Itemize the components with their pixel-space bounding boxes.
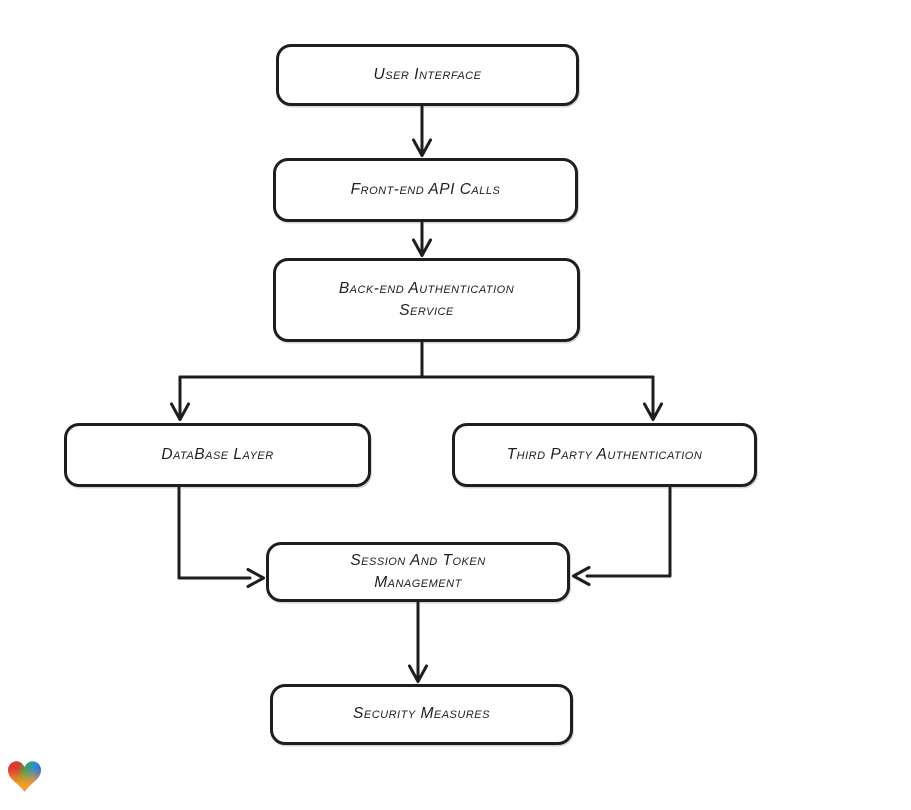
gradient-heart-logo-icon[interactable] xyxy=(8,761,41,792)
arrow-back-end-branch xyxy=(170,341,663,421)
node-third-party-authentication[interactable]: Third Party Authentication xyxy=(452,423,757,487)
node-front-end-api-calls[interactable]: Front-end API Calls xyxy=(273,158,578,222)
node-back-end-authentication-service[interactable]: Back-end Authentication Service xyxy=(273,258,580,342)
arrow-user-interface-to-front-end xyxy=(412,105,432,157)
arrow-third-party-to-session xyxy=(572,486,672,586)
node-user-interface[interactable]: User Interface xyxy=(276,44,579,106)
node-back-end-authentication-service-label: Back-end Authentication Service xyxy=(338,279,515,319)
node-database-layer-label: DataBase Layer xyxy=(161,445,274,463)
arrow-session-to-security xyxy=(408,601,428,683)
node-user-interface-label: User Interface xyxy=(373,65,482,83)
node-security-measures-label: Security Measures xyxy=(353,705,490,723)
node-session-and-token-management-label: Session And Token Management xyxy=(350,551,486,591)
node-database-layer[interactable]: DataBase Layer xyxy=(64,423,371,487)
arrow-database-to-session xyxy=(177,486,265,588)
node-front-end-api-calls-label: Front-end API Calls xyxy=(350,180,501,198)
node-security-measures[interactable]: Security Measures xyxy=(270,684,573,745)
node-third-party-authentication-label: Third Party Authentication xyxy=(506,445,703,463)
node-session-and-token-management[interactable]: Session And Token Management xyxy=(266,542,570,602)
arrow-front-end-to-back-end xyxy=(412,221,432,257)
